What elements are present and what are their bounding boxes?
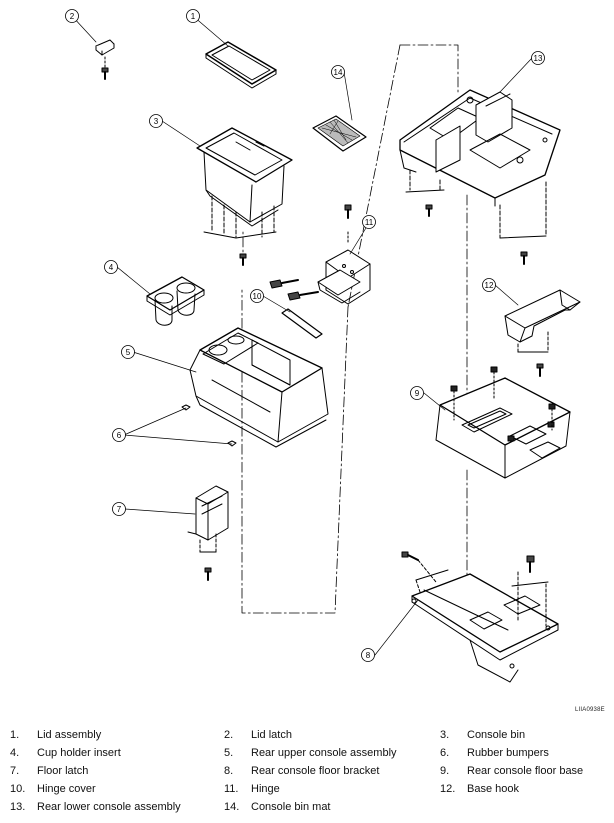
legend-item: 3. Console bin (440, 728, 525, 742)
legend-item: 6. Rubber bumpers (440, 746, 549, 760)
legend-label: Base hook (467, 783, 519, 795)
part-rear-floor-base (435, 366, 571, 479)
callout-label-1: 1 (191, 12, 196, 21)
callout-label-13: 13 (534, 54, 543, 63)
callout-8 (361, 648, 375, 662)
callout-11 (362, 215, 376, 229)
part-console-bin-mat (312, 115, 367, 152)
part-rear-floor-bracket (401, 551, 559, 683)
legend-number: 5. (224, 747, 234, 759)
legend-row: 7. Floor latch 8. Rear console floor brack… (0, 764, 614, 782)
legend-item: 1. Lid assembly (10, 728, 101, 742)
legend-label: Floor latch (37, 765, 89, 777)
callout-6 (112, 428, 126, 442)
callout-12 (482, 278, 496, 292)
legend-item: 8. Rear console floor bracket (224, 764, 379, 778)
part-console-bin (196, 127, 293, 266)
legend-number: 14. (224, 801, 240, 813)
legend-number: 11. (224, 783, 239, 795)
callout-4 (104, 260, 118, 274)
legend-label: Hinge cover (37, 783, 96, 795)
legend-label: Lid latch (251, 729, 292, 741)
legend-item: 12. Base hook (440, 782, 519, 796)
callout-14 (331, 65, 345, 79)
legend-number: 3. (440, 729, 450, 741)
legend-item: 14. Console bin mat (224, 800, 331, 814)
legend-number: 2. (224, 729, 234, 741)
legend-label: Rear console floor bracket (251, 765, 380, 777)
callout-label-11: 11 (365, 218, 374, 227)
legend-label: Cup holder insert (37, 747, 121, 759)
callout-3 (149, 114, 163, 128)
part-rear-lower-console (399, 89, 561, 265)
part-hinge-cover (281, 308, 323, 339)
legend-number: 9. (440, 765, 450, 777)
callout-label-8: 8 (366, 651, 371, 660)
callout-1 (186, 9, 200, 23)
callout-label-10: 10 (253, 292, 262, 301)
legend-number: 8. (224, 765, 234, 777)
part-lid-latch (95, 39, 115, 80)
legend-number: 13. (10, 801, 26, 813)
legend-item: 13. Rear lower console assembly (10, 800, 181, 814)
callout-label-9: 9 (415, 389, 420, 398)
legend-number: 4. (10, 747, 20, 759)
legend-row: 10. Hinge cover 11. Hinge 12. Base hook (0, 782, 614, 800)
callout-markers (65, 9, 545, 662)
legend-item: 7. Floor latch (10, 764, 88, 778)
legend-item: 4. Cup holder insert (10, 746, 121, 760)
legend-label: Console bin mat (251, 801, 331, 813)
legend-label: Lid assembly (37, 729, 102, 741)
callout-2 (65, 9, 79, 23)
legend-item: 11. Hinge (224, 782, 280, 796)
legend-number: 7. (10, 765, 20, 777)
legend-item: 5. Rear upper console assembly (224, 746, 397, 760)
callout-label-4: 4 (109, 263, 114, 272)
part-lid-assembly (205, 41, 277, 89)
callout-label-3: 3 (154, 117, 159, 126)
callout-leaders (71, 15, 533, 656)
callout-label-14: 14 (334, 68, 343, 77)
legend-label: Console bin (467, 729, 526, 741)
callout-label-12: 12 (485, 281, 494, 290)
legend-label: Rear upper console assembly (251, 747, 397, 759)
legend-number: 6. (440, 747, 450, 759)
part-floor-latch (187, 485, 229, 581)
legend-item: 10. Hinge cover (10, 782, 96, 796)
figure-code: LIIA0938E (575, 707, 605, 713)
legend-row: 4. Cup holder insert 5. Rear upper console… (0, 746, 614, 764)
legend-number: 1. (10, 729, 20, 741)
legend-label: Hinge (251, 783, 280, 795)
callout-13 (531, 51, 545, 65)
legend-number: 10. (10, 783, 26, 795)
callout-5 (121, 345, 135, 359)
callout-label-7: 7 (117, 505, 122, 514)
callout-label-5: 5 (126, 348, 131, 357)
legend-item: 9. Rear console floor base (440, 764, 583, 778)
legend-label: Rubber bumpers (467, 747, 549, 759)
part-rubber-bumpers (181, 404, 237, 447)
legend-label: Rear console floor base (467, 765, 584, 777)
legend-number: 12. (440, 783, 456, 795)
callout-label-6: 6 (117, 431, 122, 440)
legend-label: Rear lower console assembly (37, 801, 181, 813)
legend-row: 1. Lid assembly 2. Lid latch 3. Console bin (0, 728, 614, 746)
part-rear-upper-console (189, 327, 329, 448)
legend-item: 2. Lid latch (224, 728, 292, 742)
part-hinge (269, 204, 371, 305)
legend-row: 13. Rear lower console assembly 14. Consol… (0, 800, 614, 818)
callout-label-2: 2 (70, 12, 75, 21)
part-cup-holder-insert (146, 276, 205, 326)
callout-10 (250, 289, 264, 303)
exploded-parts-diagram: 1 2 3 4 5 6 7 8 9 10 11 12 13 14 (65, 9, 581, 683)
part-base-hook (504, 289, 581, 377)
callout-labels: 1 2 3 4 5 6 7 8 9 10 11 12 13 14 (70, 12, 543, 660)
callout-7 (112, 502, 126, 516)
callout-9 (410, 386, 424, 400)
